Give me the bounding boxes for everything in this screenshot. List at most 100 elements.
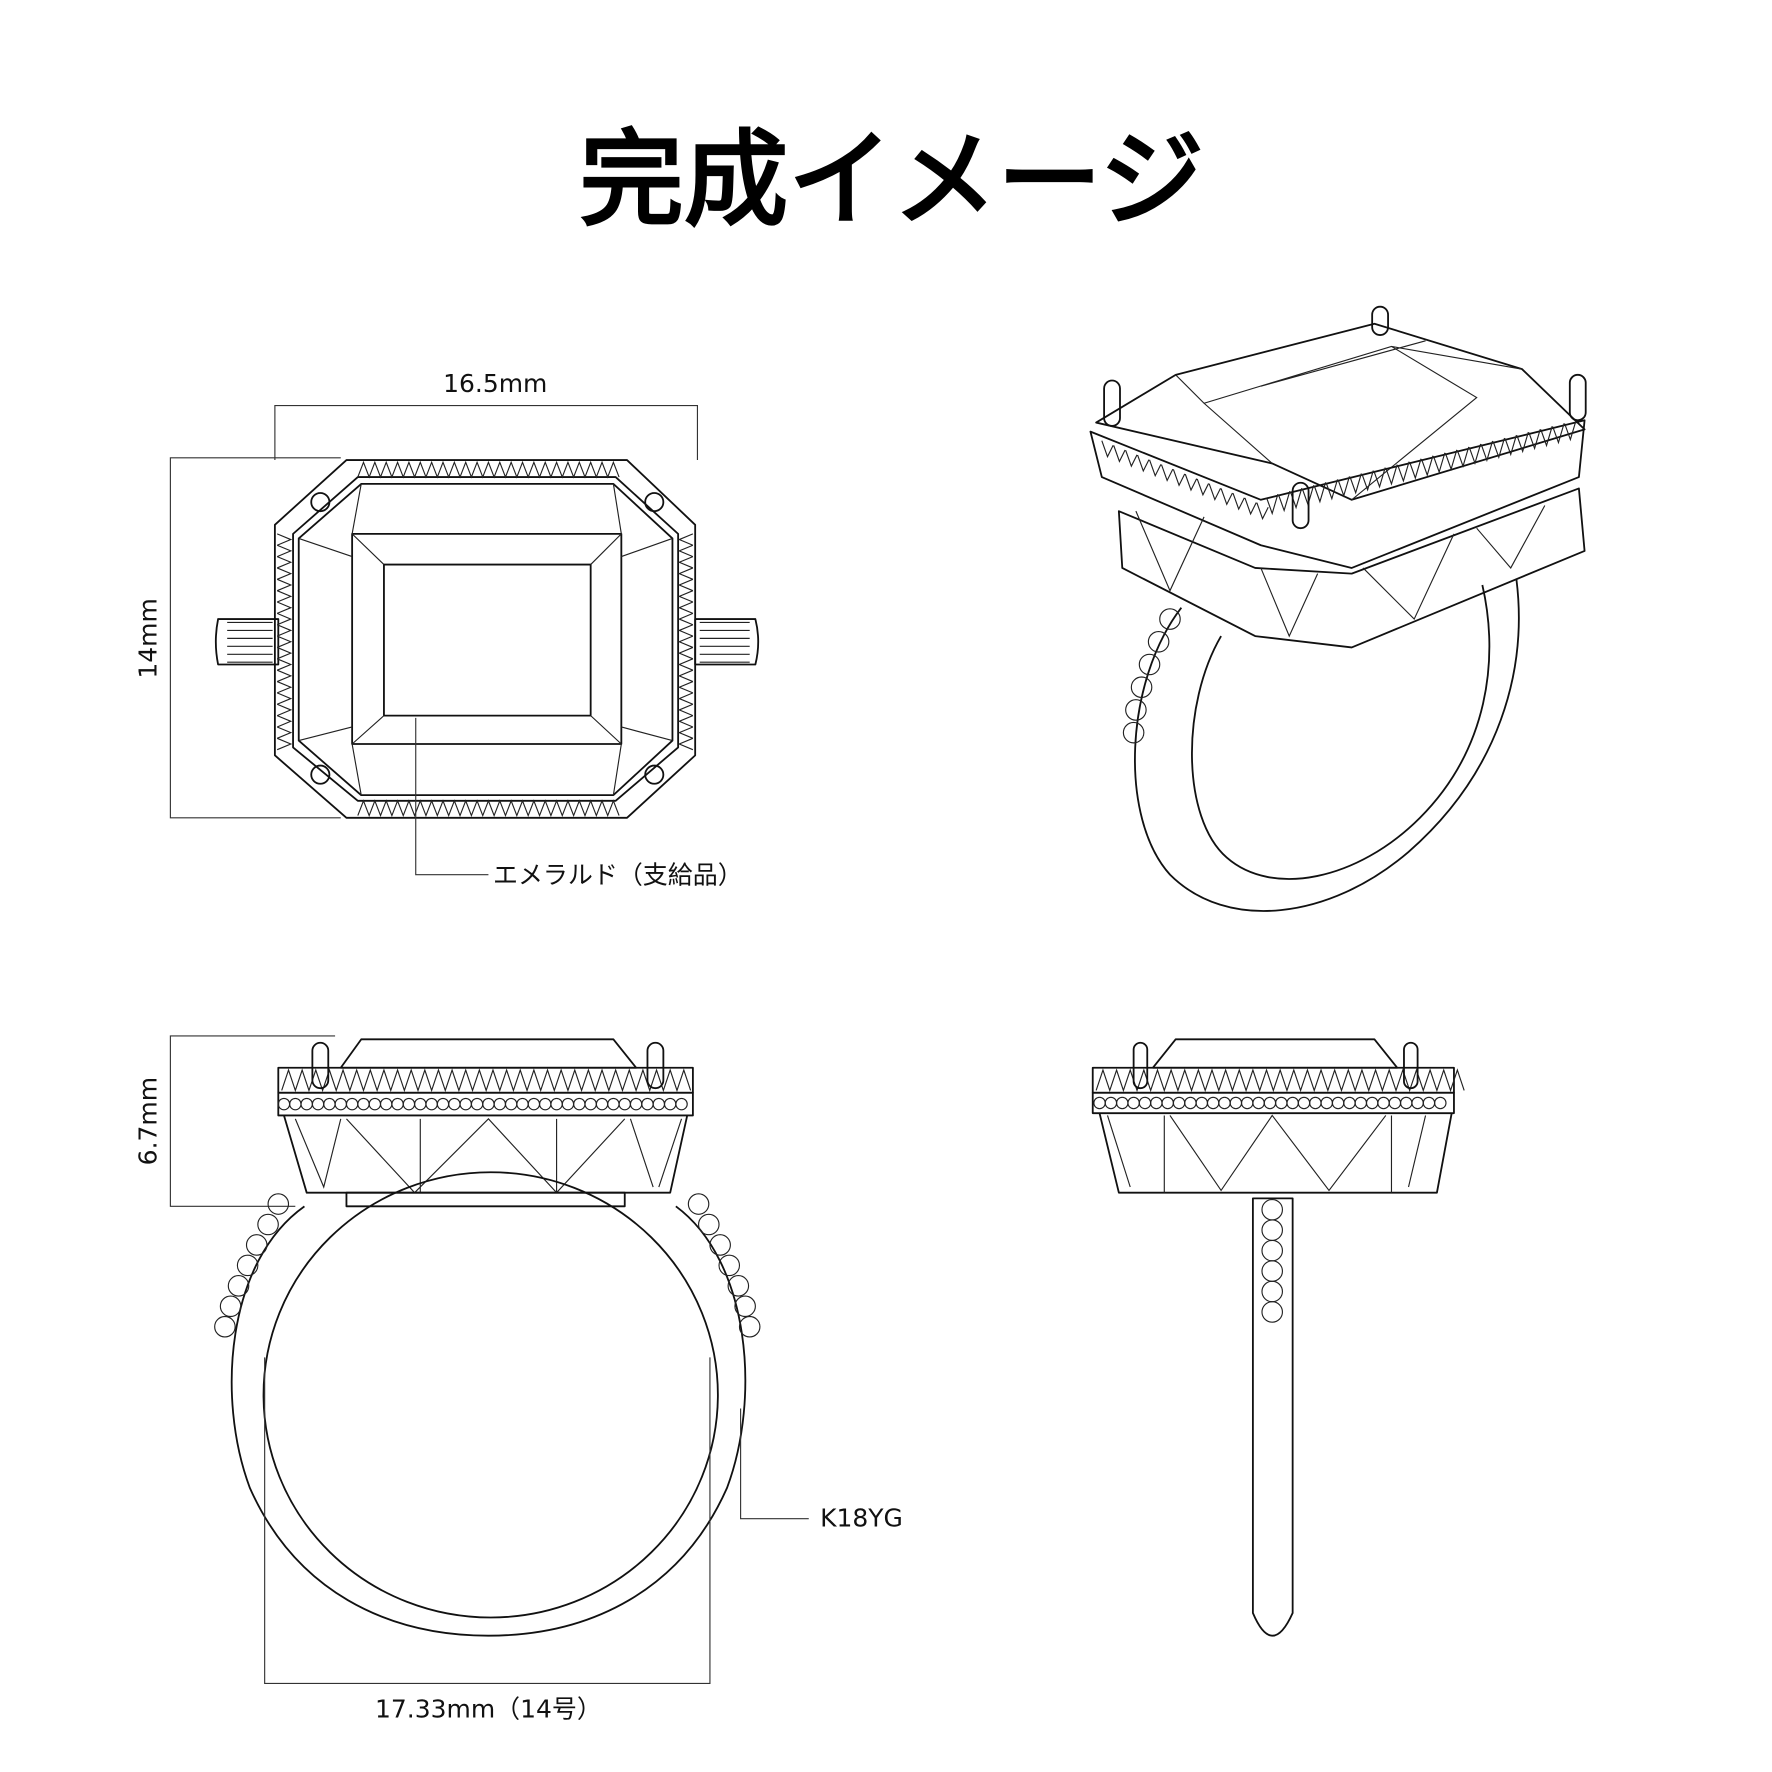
milgrain-bead xyxy=(1159,608,1181,630)
halo-pave-pattern xyxy=(281,1068,692,1093)
milgrain-bead xyxy=(1261,1260,1283,1282)
halo-pave-pattern xyxy=(276,533,694,751)
milgrain-bead xyxy=(236,1254,259,1277)
stone-crown xyxy=(1152,1038,1399,1069)
milgrain-bead xyxy=(1138,1096,1152,1110)
milgrain-bead xyxy=(629,1097,643,1111)
milgrain-bead xyxy=(1275,1096,1288,1110)
milgrain-bead xyxy=(561,1097,575,1111)
milgrain-bead xyxy=(1240,1096,1254,1110)
stone-crown xyxy=(1095,322,1586,501)
halo-pave-pattern xyxy=(357,799,620,818)
milgrain-bead xyxy=(289,1097,302,1111)
milgrain-bead xyxy=(1184,1096,1197,1110)
emerald-facet-lines xyxy=(298,483,673,796)
milgrain-bead xyxy=(1261,1219,1283,1241)
milgrain-bead xyxy=(1127,1096,1140,1110)
milgrain-bead xyxy=(1150,1096,1163,1110)
shank-inner xyxy=(262,1171,719,1619)
milgrain-bead xyxy=(219,1295,242,1318)
milgrain-bead xyxy=(1125,699,1147,721)
prong xyxy=(1132,1041,1149,1090)
milgrain-bead xyxy=(734,1295,756,1318)
milgrain-bead xyxy=(1130,676,1153,699)
prong xyxy=(644,492,665,513)
milgrain-bead xyxy=(391,1097,404,1111)
perspective-view xyxy=(1089,305,1587,912)
height-dimension-label: 14mm xyxy=(134,598,163,678)
milgrain-bead xyxy=(1411,1096,1424,1110)
milgrain-bead xyxy=(1399,1096,1413,1110)
milgrain-bead xyxy=(1320,1096,1333,1110)
milgrain-bead xyxy=(1434,1096,1447,1110)
bead-row xyxy=(1091,1091,1455,1115)
milgrain-bead xyxy=(1331,1096,1345,1110)
milgrain-bead xyxy=(687,1193,710,1215)
material-leader-line xyxy=(740,1408,809,1520)
milgrain-bead xyxy=(1261,1280,1283,1303)
gallery-chevrons xyxy=(1135,505,1546,638)
milgrain-bead xyxy=(402,1097,416,1111)
milgrain-bead xyxy=(1261,1198,1283,1221)
gallery xyxy=(283,1115,689,1194)
milgrain-bead xyxy=(1343,1096,1356,1110)
milgrain-bead xyxy=(607,1097,620,1111)
gallery-chevrons xyxy=(1106,1114,1427,1193)
milgrain-bead xyxy=(595,1097,609,1111)
milgrain-bead xyxy=(1093,1096,1106,1110)
milgrain-bead xyxy=(414,1097,427,1111)
milgrain-bead xyxy=(641,1097,654,1111)
prong xyxy=(1403,1041,1419,1090)
milgrain-bead xyxy=(1261,1301,1283,1323)
shank-outer xyxy=(230,1205,747,1637)
milgrain-bead xyxy=(1218,1096,1231,1110)
halo-pave-pattern xyxy=(357,460,620,479)
halo-outline xyxy=(273,459,697,819)
width-dimension-label: 16.5mm xyxy=(443,369,547,398)
prong xyxy=(1568,373,1587,422)
milgrain-bead xyxy=(368,1097,382,1111)
milgrain-bead xyxy=(550,1097,563,1111)
top-view: 16.5mm 14mm エメラルド（支給品） xyxy=(134,369,760,890)
milgrain-bead xyxy=(214,1315,236,1338)
milgrain-bead xyxy=(1263,1096,1277,1110)
right-shank-stub xyxy=(694,618,760,666)
material-callout: K18YG xyxy=(820,1504,903,1533)
milgrain-bead xyxy=(1388,1096,1402,1110)
milgrain-bead xyxy=(573,1097,586,1111)
shank-inner xyxy=(1191,584,1491,880)
stone-callout: エメラルド（支給品） xyxy=(493,861,743,890)
milgrain-bead xyxy=(698,1213,720,1236)
milgrain-bead xyxy=(1116,1096,1129,1110)
ring-size-dimension-line xyxy=(264,1357,711,1684)
milgrain-bead xyxy=(1229,1096,1243,1110)
ring-size-label: 17.33mm（14号） xyxy=(375,1694,602,1723)
gallery-chevrons xyxy=(294,1118,683,1194)
emerald-table xyxy=(383,563,592,717)
milgrain-bead xyxy=(1377,1096,1390,1110)
stone-facets xyxy=(1175,340,1523,501)
milgrain-bead xyxy=(470,1097,484,1111)
halo-pave-pattern xyxy=(1095,1068,1465,1093)
milgrain-bead xyxy=(257,1213,279,1236)
milgrain-bead xyxy=(267,1193,290,1215)
milgrain-bead xyxy=(1365,1096,1379,1110)
milgrain-bead xyxy=(527,1097,541,1111)
milgrain-bead xyxy=(663,1097,677,1111)
shank-side xyxy=(1251,1197,1294,1637)
milgrain-bead xyxy=(709,1234,731,1256)
width-dimension-line xyxy=(274,404,699,461)
prong xyxy=(1103,379,1121,427)
milgrain-bead xyxy=(718,1254,741,1277)
prong xyxy=(311,1041,330,1090)
side-view xyxy=(1091,1038,1465,1637)
emerald-girdle xyxy=(297,482,674,797)
milgrain-bead xyxy=(425,1097,438,1111)
milgrain-bead xyxy=(227,1275,250,1297)
prong xyxy=(1291,481,1310,530)
milgrain-bead xyxy=(1206,1096,1220,1110)
milgrain-bead xyxy=(538,1097,552,1111)
milgrain-bead xyxy=(1104,1096,1118,1110)
milgrain-bead xyxy=(1309,1096,1322,1110)
milgrain-bead xyxy=(1261,1239,1283,1262)
